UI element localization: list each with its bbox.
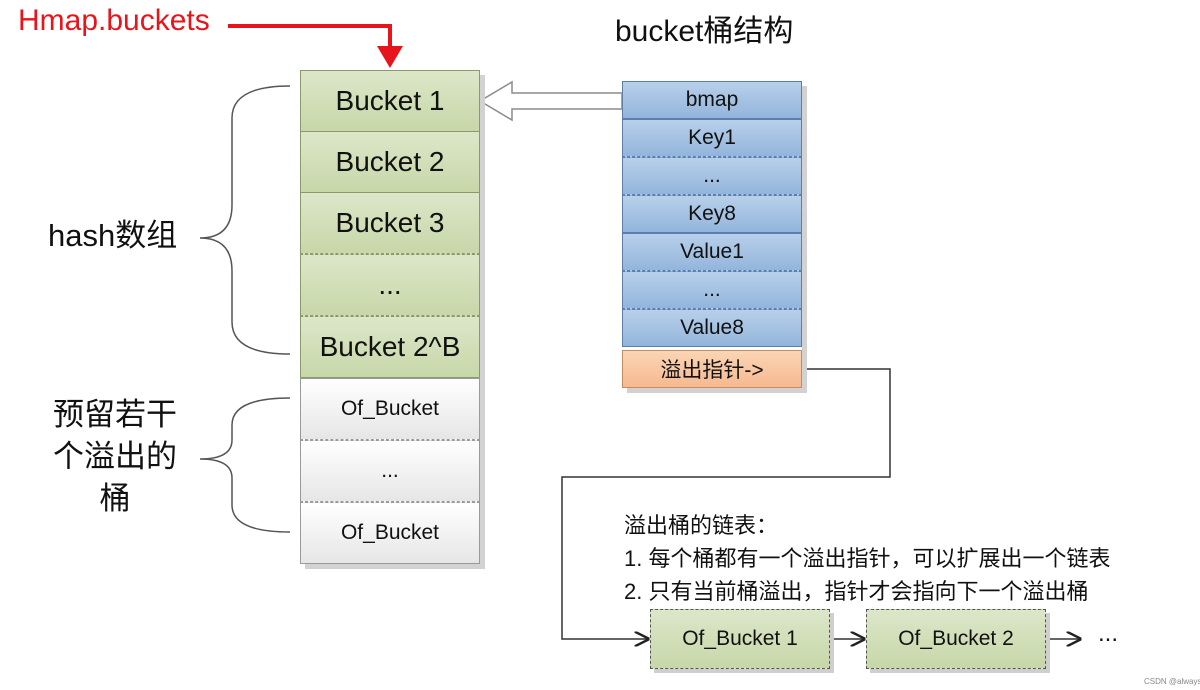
overflow-pointer-field: 溢出指针->	[622, 350, 802, 388]
hmap-buckets-pointer-arrow	[228, 24, 403, 68]
bucket-struct-field: Key1	[622, 119, 802, 157]
bucket-structure-title: bucket桶结构	[615, 15, 794, 48]
overflow-chain-note-title: 溢出桶的链表：	[624, 513, 779, 538]
overflow-pointer-connector	[561, 368, 891, 639]
reserved-overflow-label-line: 个溢出的	[53, 439, 177, 474]
reserved-overflow-label: 预留若干 个溢出的 桶	[40, 394, 190, 520]
chain-continuation: ...	[1098, 620, 1119, 647]
overflow-chain-note-line: 2. 只有当前桶溢出，指针才会指向下一个溢出桶	[624, 579, 1089, 604]
hash-bucket: Bucket 2^B	[300, 316, 480, 378]
reserved-overflow-brace	[199, 397, 291, 533]
bucket-struct-field-ellipsis: ...	[622, 157, 802, 195]
overflow-chain-bucket: Of_Bucket 1	[650, 609, 830, 669]
reserved-overflow-label-line: 预留若干	[53, 397, 177, 432]
hmap-buckets-label: Hmap.buckets	[18, 4, 210, 37]
reserved-overflow-bucket: Of_Bucket	[300, 502, 480, 564]
bucket-struct-field-ellipsis: ...	[622, 271, 802, 309]
overflow-chain-note-line: 1. 每个桶都有一个溢出指针，可以扩展出一个链表	[624, 546, 1111, 571]
watermark: CSDN @alwaysrun	[1144, 677, 1200, 686]
hash-bucket-ellipsis: ...	[300, 254, 480, 316]
bucket-struct-field: Value1	[622, 233, 802, 271]
hash-array-brace	[199, 85, 291, 355]
bucket-struct-field: bmap	[622, 81, 802, 119]
bucket-struct-field: Value8	[622, 309, 802, 347]
hash-array-label: hash数组	[48, 218, 178, 253]
overflow-chain-bucket: Of_Bucket 2	[866, 609, 1046, 669]
hash-bucket: Bucket 2	[300, 131, 480, 193]
reserved-overflow-bucket-ellipsis: ...	[300, 440, 480, 502]
hash-bucket: Bucket 3	[300, 192, 480, 254]
struct-to-bucket-arrow	[478, 80, 623, 122]
hash-bucket: Bucket 1	[300, 70, 480, 132]
reserved-overflow-label-line: 桶	[99, 481, 131, 516]
bucket-struct-field: Key8	[622, 195, 802, 233]
reserved-overflow-bucket: Of_Bucket	[300, 378, 480, 440]
